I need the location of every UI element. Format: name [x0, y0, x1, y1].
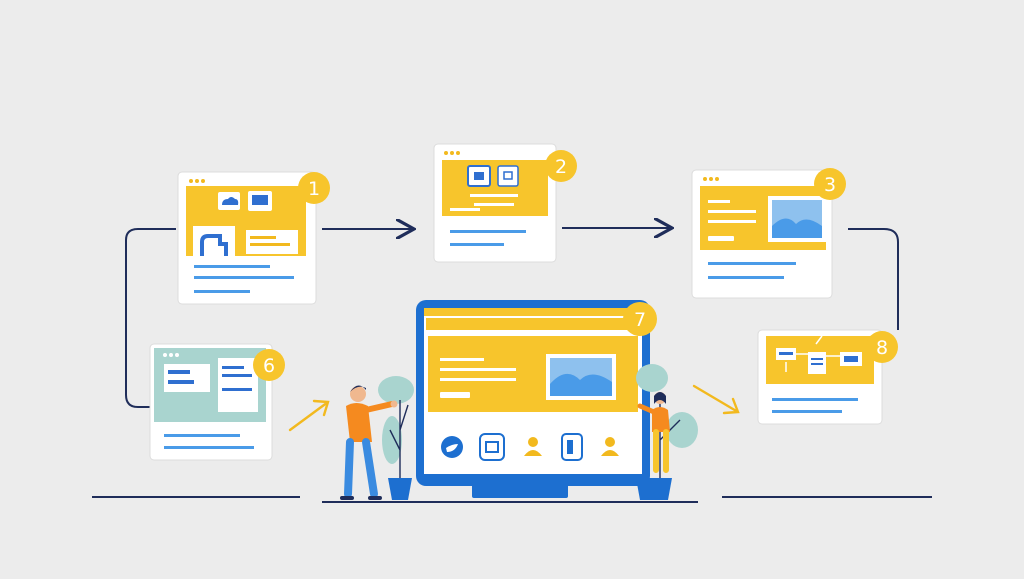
plant-right	[636, 364, 698, 500]
step-number-1: 1	[308, 178, 320, 200]
step-badge-2: 2	[545, 150, 577, 182]
yellow-arrow-right	[692, 384, 740, 415]
step-badge-3: 3	[814, 168, 846, 200]
user-icon	[601, 437, 619, 456]
chair-icon	[200, 234, 228, 256]
person-left	[340, 385, 398, 500]
step-number-7: 7	[634, 309, 646, 331]
step-badge-8: 8	[866, 331, 898, 363]
step-number-2: 2	[555, 156, 567, 178]
step-card-1	[177, 171, 317, 305]
share-icon	[497, 165, 519, 187]
connectors	[92, 228, 932, 503]
step-number-3: 3	[824, 174, 836, 196]
step-card-3	[691, 169, 833, 299]
connector-3-to-8	[848, 228, 899, 330]
share-icon	[479, 433, 505, 461]
person-right	[637, 392, 670, 473]
step-card-2	[433, 143, 557, 263]
yellow-arrows	[288, 384, 740, 432]
user-icon	[524, 437, 542, 456]
yellow-arrow-left	[288, 399, 330, 432]
step-badge-7: 7	[623, 302, 657, 336]
step-card-6	[149, 343, 273, 461]
plant-left	[378, 376, 414, 500]
step-badge-6: 6	[253, 349, 285, 381]
central-monitor	[416, 300, 650, 498]
step-number-6: 6	[263, 355, 275, 377]
step-card-8	[757, 329, 883, 425]
step-badge-1: 1	[298, 172, 330, 204]
step-number-8: 8	[876, 337, 888, 359]
connector-6-to-1	[125, 228, 176, 408]
